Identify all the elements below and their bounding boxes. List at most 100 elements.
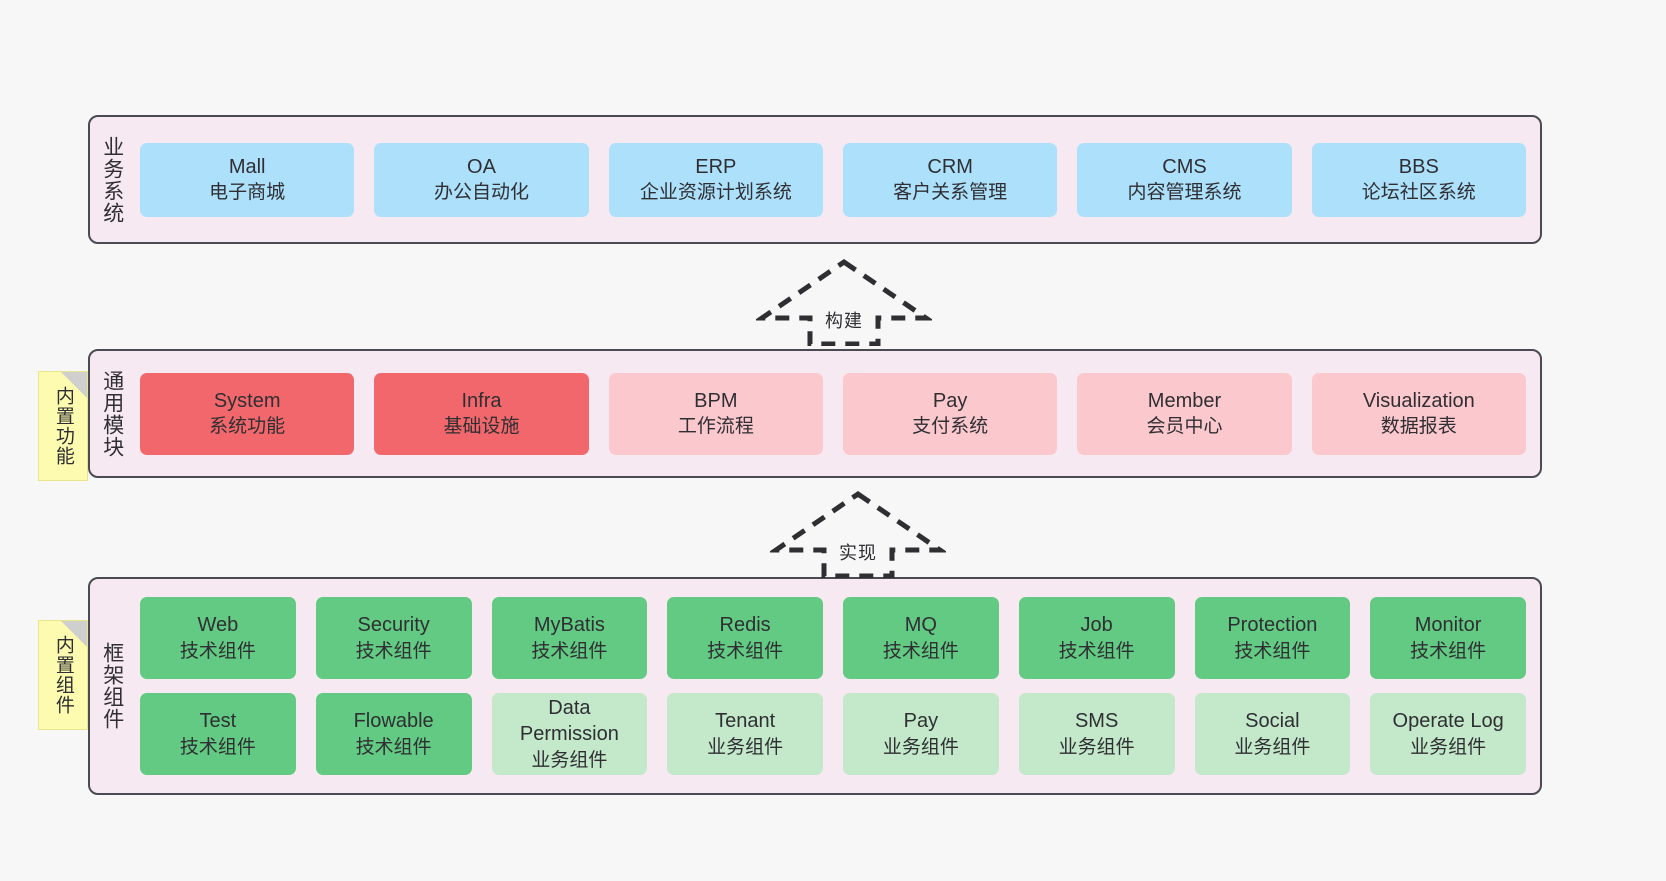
module-title: MyBatis [533, 614, 605, 637]
module-box-mall[interactable]: Mall 电子商城 [140, 142, 355, 217]
module-box-security[interactable]: Security 技术组件 [315, 597, 472, 679]
module-subtitle: 支付系统 [912, 416, 989, 438]
module-subtitle: 数据报表 [1380, 416, 1457, 438]
module-subtitle: 客户关系管理 [893, 182, 1008, 204]
module-subtitle: 业务组件 [707, 736, 784, 758]
module-title: Infra [461, 389, 502, 412]
sticky-note-label: 内置功能 [52, 386, 74, 466]
module-title: OA [467, 155, 496, 178]
sticky-note-builtin-component: 内置组件 [38, 620, 88, 730]
folded-corner-icon [61, 372, 87, 398]
module-box-pay-component[interactable]: Pay 业务组件 [843, 693, 999, 775]
module-box-protection[interactable]: Protection 技术组件 [1194, 597, 1351, 679]
module-box-pay[interactable]: Pay 支付系统 [842, 372, 1058, 455]
module-subtitle: 基础设施 [443, 416, 520, 438]
module-subtitle: 业务组件 [531, 749, 608, 771]
module-subtitle: 内容管理系统 [1127, 182, 1242, 204]
module-title: Pay [932, 389, 968, 412]
module-title: Mall [228, 155, 266, 178]
module-box-mq[interactable]: MQ 技术组件 [843, 597, 999, 679]
layer-label-business-system: 业务系统 [100, 135, 124, 224]
module-title: Tenant [715, 710, 776, 733]
layer-framework-component: 框架组件 Web 技术组件 Security 技术组件 MyBatis 技术组件… [88, 577, 1542, 795]
module-box-member[interactable]: Member 会员中心 [1077, 372, 1292, 455]
module-title: BPM [694, 389, 738, 412]
module-title: CRM [927, 155, 973, 178]
module-title: Protection [1227, 614, 1318, 637]
module-subtitle: 技术组件 [882, 640, 959, 662]
module-subtitle: 办公自动化 [433, 182, 529, 204]
module-title: MQ [904, 614, 937, 637]
module-subtitle: 技术组件 [1058, 640, 1135, 662]
module-subtitle: 电子商城 [209, 182, 286, 204]
module-box-bpm[interactable]: BPM 工作流程 [608, 372, 823, 455]
module-box-sms[interactable]: SMS 业务组件 [1018, 693, 1175, 775]
module-subtitle: 技术组件 [531, 640, 608, 662]
layer-body-business-system: Mall 电子商城 OA 办公自动化 ERP 企业资源计划系统 CRM 客户关系… [134, 117, 1540, 242]
module-box-tenant[interactable]: Tenant 业务组件 [667, 693, 823, 775]
module-title: Test [199, 710, 237, 733]
module-box-monitor[interactable]: Monitor 技术组件 [1370, 597, 1526, 679]
module-subtitle: 会员中心 [1146, 416, 1223, 438]
module-title: Pay [903, 710, 939, 733]
module-title: SMS [1074, 710, 1119, 733]
arrow-up-icon [770, 490, 946, 578]
module-box-test[interactable]: Test 技术组件 [140, 693, 296, 775]
module-box-bbs[interactable]: BBS 论坛社区系统 [1311, 142, 1526, 217]
module-box-cms[interactable]: CMS 内容管理系统 [1077, 142, 1292, 217]
module-title: ERP [695, 155, 737, 178]
module-subtitle: 论坛社区系统 [1361, 182, 1476, 204]
layer-business-system: 业务系统 Mall 电子商城 OA 办公自动化 ERP 企业资源计划系统 CRM… [88, 115, 1542, 244]
module-title: Security [357, 614, 430, 637]
layer-body-common-module: System 系统功能 Infra 基础设施 BPM 工作流程 Pay 支付系统… [134, 351, 1540, 476]
module-subtitle: 技术组件 [355, 736, 432, 758]
module-title: CMS [1162, 155, 1207, 178]
module-subtitle: 技术组件 [179, 640, 256, 662]
module-title: System [213, 389, 281, 412]
module-title: Visualization [1362, 389, 1475, 412]
module-subtitle: 业务组件 [1234, 736, 1311, 758]
module-box-web[interactable]: Web 技术组件 [140, 597, 296, 679]
box-row: Mall 电子商城 OA 办公自动化 ERP 企业资源计划系统 CRM 客户关系… [140, 142, 1526, 217]
module-box-operate-log[interactable]: Operate Log 业务组件 [1370, 693, 1526, 775]
module-box-flowable[interactable]: Flowable 技术组件 [315, 693, 472, 775]
box-row: Test 技术组件 Flowable 技术组件 Data Permission … [140, 693, 1526, 775]
module-subtitle: 技术组件 [1234, 640, 1311, 662]
module-subtitle: 业务组件 [1410, 736, 1487, 758]
module-box-redis[interactable]: Redis 技术组件 [667, 597, 823, 679]
module-subtitle: 业务组件 [882, 736, 959, 758]
module-title: Member [1147, 389, 1222, 412]
module-subtitle: 技术组件 [179, 736, 256, 758]
module-box-infra[interactable]: Infra 基础设施 [374, 372, 589, 455]
arrow-build: 构建 [756, 256, 932, 346]
module-box-system[interactable]: System 系统功能 [140, 372, 355, 455]
module-subtitle: 技术组件 [355, 640, 432, 662]
module-title: Operate Log [1392, 710, 1504, 733]
layer-body-framework-component: Web 技术组件 Security 技术组件 MyBatis 技术组件 Redi… [134, 579, 1540, 793]
module-subtitle: 工作流程 [677, 416, 754, 438]
module-subtitle: 业务组件 [1058, 736, 1135, 758]
box-row: System 系统功能 Infra 基础设施 BPM 工作流程 Pay 支付系统… [140, 372, 1526, 455]
layer-label-common-module: 通用模块 [100, 369, 124, 458]
layer-label-framework-component: 框架组件 [100, 642, 124, 730]
sticky-note-builtin-function: 内置功能 [38, 371, 88, 481]
module-box-data-permission[interactable]: Data Permission 业务组件 [491, 693, 648, 775]
module-title: Social [1245, 710, 1300, 733]
module-box-job[interactable]: Job 技术组件 [1018, 597, 1175, 679]
module-title: Redis [719, 614, 771, 637]
module-title: BBS [1398, 155, 1439, 178]
module-subtitle: 企业资源计划系统 [639, 182, 792, 204]
module-box-social[interactable]: Social 业务组件 [1194, 693, 1351, 775]
module-box-crm[interactable]: CRM 客户关系管理 [842, 142, 1058, 217]
module-title: Monitor [1414, 614, 1482, 637]
module-subtitle: 技术组件 [707, 640, 784, 662]
module-box-erp[interactable]: ERP 企业资源计划系统 [608, 142, 823, 217]
module-title: Job [1080, 614, 1113, 637]
module-box-visualization[interactable]: Visualization 数据报表 [1311, 372, 1526, 455]
module-box-oa[interactable]: OA 办公自动化 [374, 142, 589, 217]
arrow-up-icon [756, 258, 932, 346]
folded-corner-icon [61, 621, 87, 647]
sticky-note-label: 内置组件 [52, 635, 74, 715]
layer-common-module: 通用模块 System 系统功能 Infra 基础设施 BPM 工作流程 Pay… [88, 349, 1542, 478]
module-box-mybatis[interactable]: MyBatis 技术组件 [491, 597, 648, 679]
